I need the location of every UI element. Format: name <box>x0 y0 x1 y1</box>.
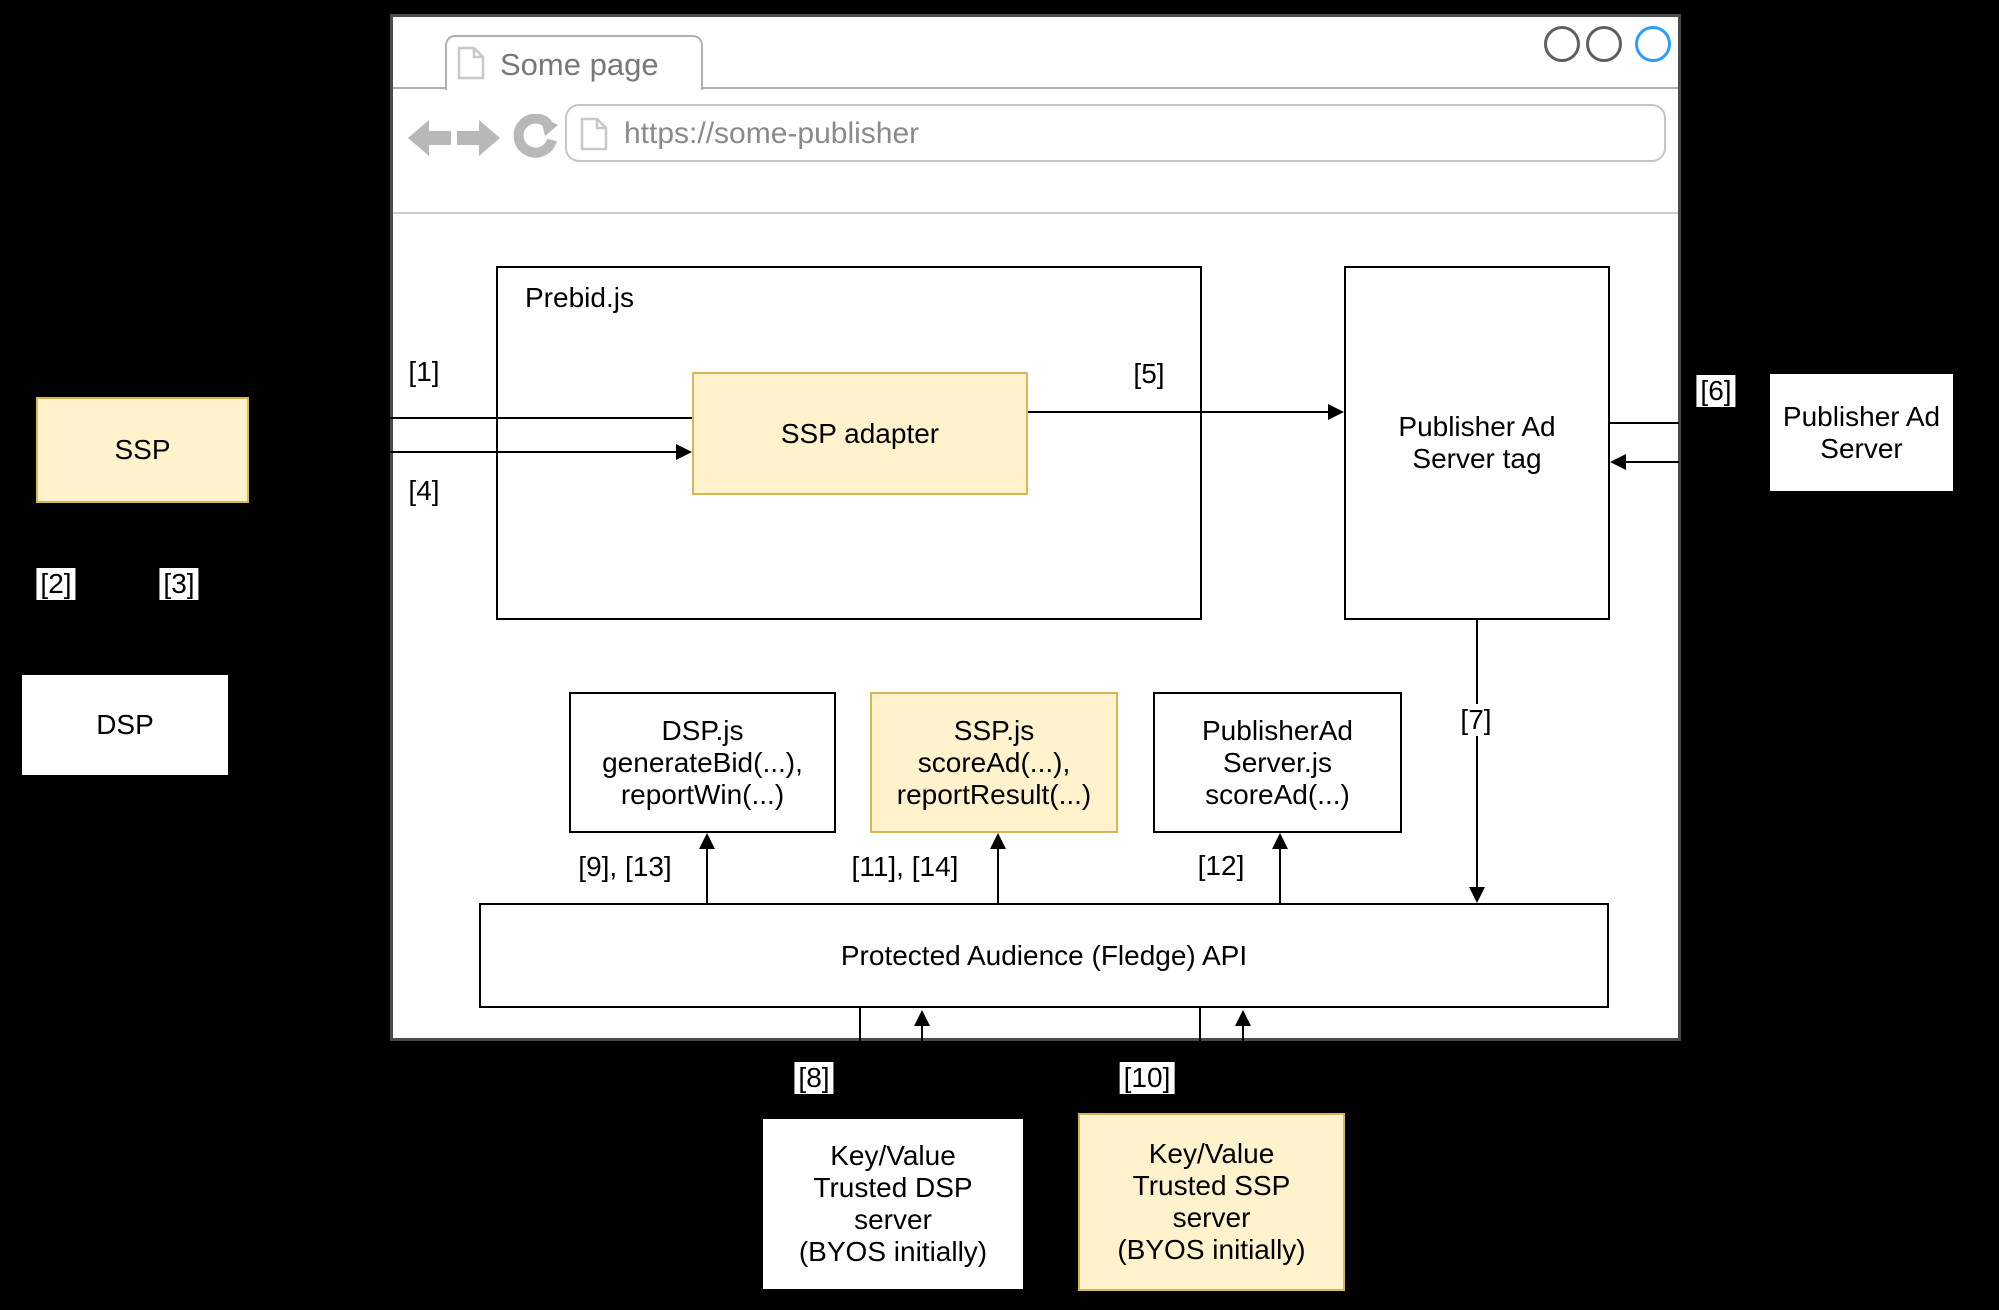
step-label-9-13: [9], [13] <box>574 851 676 883</box>
publisher-ad-server-tag-box: Publisher Ad Server tag <box>1344 266 1610 620</box>
pas-js-line: scoreAd(...) <box>1205 778 1350 810</box>
kv-trusted-ssp-server-box: Key/Value Trusted SSP server (BYOS initi… <box>1078 1113 1345 1291</box>
step-label-4: [4] <box>404 475 444 507</box>
tabbar-separator <box>393 87 1678 89</box>
arrow9-13-head <box>699 833 715 849</box>
url-text: https://some-publisher <box>624 117 920 150</box>
pub-ad-server-line: Publisher Ad <box>1782 400 1941 432</box>
kv-dsp-down-line <box>859 1008 861 1117</box>
step-label-3: [3] <box>159 568 199 600</box>
ssp-label: SSP <box>114 434 171 465</box>
browser-tab[interactable] <box>445 35 703 90</box>
arrow7-line <box>1476 620 1478 888</box>
dsp-js-line: reportWin(...) <box>620 778 785 810</box>
step-label-11-14: [11], [14] <box>847 851 963 883</box>
arrow12-line <box>1279 847 1281 905</box>
arrow5-head <box>1328 404 1344 420</box>
kv-ssp-line: (BYOS initially) <box>1117 1234 1306 1265</box>
step-label-10: [10] <box>1119 1062 1175 1094</box>
pas-js-line: Server.js <box>1223 746 1332 778</box>
kv-ssp-line: server <box>1172 1202 1251 1233</box>
publisher-ad-server-js-box: PublisherAd Server.js scoreAd(...) <box>1153 692 1402 833</box>
step-label-5: [5] <box>1129 358 1169 390</box>
dsp-box: DSP <box>20 673 230 777</box>
window-circle-active-icon[interactable] <box>1635 26 1671 62</box>
kv-dsp-line: server <box>854 1204 932 1235</box>
pas-js-line: PublisherAd <box>1202 714 1353 746</box>
arrow9-13-line <box>706 847 708 905</box>
arrow10-head <box>1235 1010 1251 1026</box>
ssp-adapter-label: SSP adapter <box>780 417 940 449</box>
ssp-box: SSP <box>36 397 249 503</box>
step-label-6: [6] <box>1696 375 1736 407</box>
page-icon <box>580 117 608 151</box>
url-bar[interactable] <box>565 104 1666 162</box>
kv-ssp-down-line <box>1199 1008 1201 1113</box>
fledge-api-box: Protected Audience (Fledge) API <box>479 903 1609 1008</box>
arrow7-head <box>1469 887 1485 903</box>
arrow10-line <box>1242 1026 1244 1113</box>
arrow6-in-line <box>1626 461 1679 463</box>
publisher-ad-server-box: Publisher Ad Server <box>1768 372 1955 493</box>
arrow8-line <box>921 1026 923 1117</box>
arrow6-in-head <box>1610 454 1626 470</box>
step-label-8: [8] <box>794 1062 834 1094</box>
step-label-12: [12] <box>1193 850 1249 882</box>
arrow12-head <box>1272 833 1288 849</box>
kv-trusted-dsp-server-box: Key/Value Trusted DSP server (BYOS initi… <box>761 1117 1025 1291</box>
ssp-js-box: SSP.js scoreAd(...), reportResult(...) <box>870 692 1118 833</box>
tag-line: Publisher Ad <box>1398 411 1556 442</box>
step-label-7: [7] <box>1456 704 1496 736</box>
tag-line: Server tag <box>1412 443 1542 474</box>
page-icon <box>457 46 485 80</box>
back-arrow-icon[interactable] <box>408 119 452 157</box>
fledge-api-label: Protected Audience (Fledge) API <box>840 939 1248 971</box>
dsp-js-line: generateBid(...), <box>602 746 803 778</box>
arrow8-head <box>914 1010 930 1026</box>
arrow11-14-head <box>990 833 1006 849</box>
kv-ssp-line: Trusted SSP <box>1132 1170 1291 1201</box>
step-label-2: [2] <box>36 568 76 600</box>
dsp-js-line: DSP.js <box>661 714 744 746</box>
ssp-js-line: scoreAd(...), <box>917 746 1071 778</box>
kv-dsp-line: (BYOS initially) <box>798 1236 988 1267</box>
kv-ssp-line: Key/Value <box>1148 1138 1275 1169</box>
arrow4-head <box>676 444 692 460</box>
toolbar-separator <box>393 212 1678 214</box>
arrow5-line <box>1028 411 1330 413</box>
window-circle-icon[interactable] <box>1544 26 1580 62</box>
dsp-label: DSP <box>96 709 154 740</box>
tab-title: Some page <box>500 47 659 82</box>
prebid-label: Prebid.js <box>525 282 634 313</box>
reload-icon[interactable] <box>512 114 558 158</box>
arrow6-out-line <box>1609 422 1679 424</box>
ssp-js-line: reportResult(...) <box>896 778 1092 810</box>
forward-arrow-icon[interactable] <box>456 119 500 157</box>
dsp-js-box: DSP.js generateBid(...), reportWin(...) <box>569 692 836 833</box>
ssp-js-line: SSP.js <box>953 714 1035 746</box>
window-circle-icon[interactable] <box>1586 26 1622 62</box>
arrow4-line <box>390 451 678 453</box>
arrow11-14-line <box>997 847 999 905</box>
arrow1-line <box>390 417 692 419</box>
ssp-adapter-box: SSP adapter <box>692 372 1028 495</box>
kv-dsp-line: Key/Value <box>830 1140 956 1171</box>
pub-ad-server-line: Server <box>1820 432 1903 464</box>
kv-dsp-line: Trusted DSP <box>813 1172 973 1203</box>
step-label-1: [1] <box>404 356 444 388</box>
prebid-container-box <box>496 266 1202 620</box>
